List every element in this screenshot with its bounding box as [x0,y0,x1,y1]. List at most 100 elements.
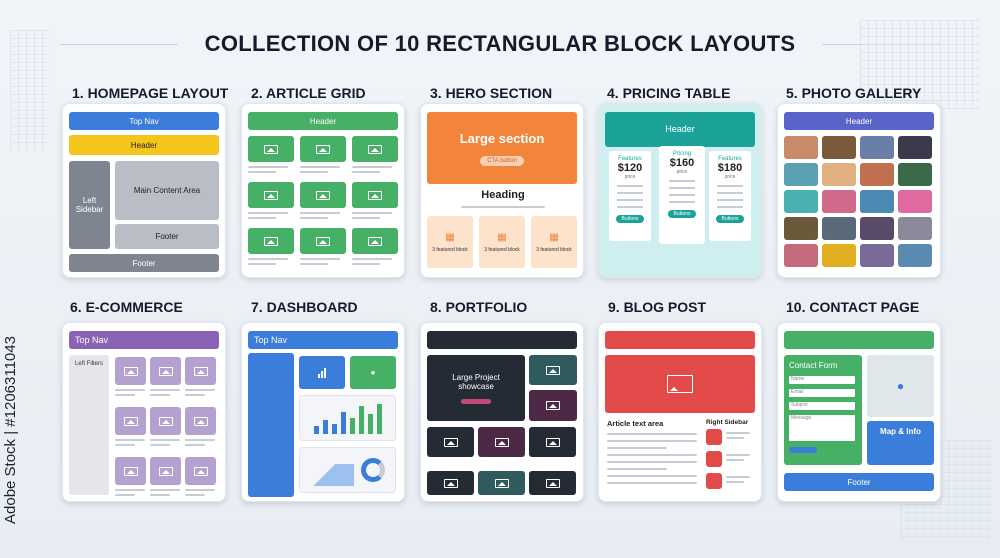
card-title: 8. PORTFOLIO [430,299,528,315]
gallery-photo[interactable] [898,163,932,186]
product-tile[interactable] [185,357,216,385]
portfolio-thumb[interactable] [529,427,576,457]
gallery-photo[interactable] [860,244,894,267]
cta-button[interactable]: CTA button [480,155,524,166]
portfolio-thumb[interactable] [427,471,474,495]
gallery-photo[interactable] [822,244,856,267]
ecommerce-card[interactable]: Top Nav Left Filters [62,322,226,502]
gallery-photo[interactable] [822,190,856,213]
view-button[interactable] [461,398,491,404]
product-tile[interactable] [150,407,181,435]
article-tile[interactable] [248,182,294,208]
hero-section-card[interactable]: Large section CTA button Heading ▦3 feat… [420,103,584,278]
plan-name: Features [618,156,642,162]
portfolio-thumb[interactable] [529,471,576,495]
featured-block: ▦3 featured block [531,216,577,268]
product-tile[interactable] [185,457,216,485]
gallery-photo[interactable] [898,136,932,159]
image-icon [368,190,382,200]
gallery-photo[interactable] [784,190,818,213]
name-field[interactable]: Name [789,376,855,384]
contact-page-card[interactable]: Contact Form Name Email Subject Message … [777,322,941,502]
plan-button[interactable]: Buttons [715,215,745,223]
chart-bar [350,418,355,434]
portfolio-thumb[interactable] [529,355,577,385]
sidebar-thumb[interactable] [706,473,722,489]
email-field[interactable]: Email [789,389,855,397]
dashboard-sidebar [248,353,294,497]
gallery-photo[interactable] [860,163,894,186]
gallery-photo[interactable] [784,217,818,240]
article-tile[interactable] [352,136,398,162]
gallery-photo[interactable] [898,217,932,240]
article-tile[interactable] [248,228,294,254]
article-tile[interactable] [352,228,398,254]
text-line [300,171,328,173]
image-icon [193,366,208,376]
article-grid-card[interactable]: Header [241,103,405,278]
title-divider [60,44,178,45]
hero-image [605,355,755,413]
portfolio-thumb[interactable] [478,471,525,495]
text-line [248,166,288,168]
article-tile[interactable] [352,182,398,208]
portfolio-thumb[interactable] [478,427,525,457]
blog-post-card[interactable]: Article text area Right Sidebar [598,322,762,502]
product-tile[interactable] [115,457,146,485]
homepage-layout-card[interactable]: Top Nav Header Left Sidebar Main Content… [62,103,226,278]
text-line [185,389,215,391]
message-field[interactable]: Message [789,415,855,441]
text-line [300,258,340,260]
sidebar-thumb[interactable] [706,451,722,467]
gallery-photo[interactable] [784,136,818,159]
gallery-photo[interactable] [860,136,894,159]
product-tile[interactable] [115,407,146,435]
gallery-photo[interactable] [784,163,818,186]
article-tile[interactable] [300,228,346,254]
gallery-photo[interactable] [822,163,856,186]
gallery-photo[interactable] [822,136,856,159]
article-tile[interactable] [248,136,294,162]
text-line [248,171,276,173]
article-tile[interactable] [300,182,346,208]
portfolio-thumb[interactable] [529,390,577,421]
map-block[interactable]: ● [867,355,934,417]
portfolio-card[interactable]: Large Project showcase [420,322,584,502]
gallery-photo[interactable] [898,190,932,213]
chart-bar [368,414,373,434]
inner-footer-block: Footer [115,224,219,249]
gallery-photo[interactable] [860,190,894,213]
text-line [150,394,170,396]
gallery-photo[interactable] [822,217,856,240]
plan-button[interactable]: Buttons [667,210,697,218]
card-title: 1. HOMEPAGE LAYOUT [72,85,229,101]
sidebar-thumb[interactable] [706,429,722,445]
article-tile[interactable] [300,136,346,162]
image-icon [545,437,560,447]
product-tile[interactable] [150,357,181,385]
gallery-photo[interactable] [898,244,932,267]
product-tile[interactable] [185,407,216,435]
chart-bar [332,424,337,434]
decor-grid [10,30,50,150]
text-line [607,454,697,456]
text-line [607,468,667,470]
gallery-photo[interactable] [860,217,894,240]
text-line [115,494,135,496]
product-tile[interactable] [150,457,181,485]
plan-button[interactable]: Buttons [615,215,645,223]
image-icon [264,190,278,200]
product-tile[interactable] [115,357,146,385]
dashboard-card[interactable]: Top Nav ● [241,322,405,502]
portfolio-thumb[interactable] [427,427,474,457]
photo-gallery-card[interactable]: Header [777,103,941,278]
image-icon [264,236,278,246]
text-line [185,394,205,396]
submit-button[interactable] [789,447,817,453]
text-line [248,258,288,260]
gallery-photo[interactable] [784,244,818,267]
subject-field[interactable]: Subject [789,402,855,410]
